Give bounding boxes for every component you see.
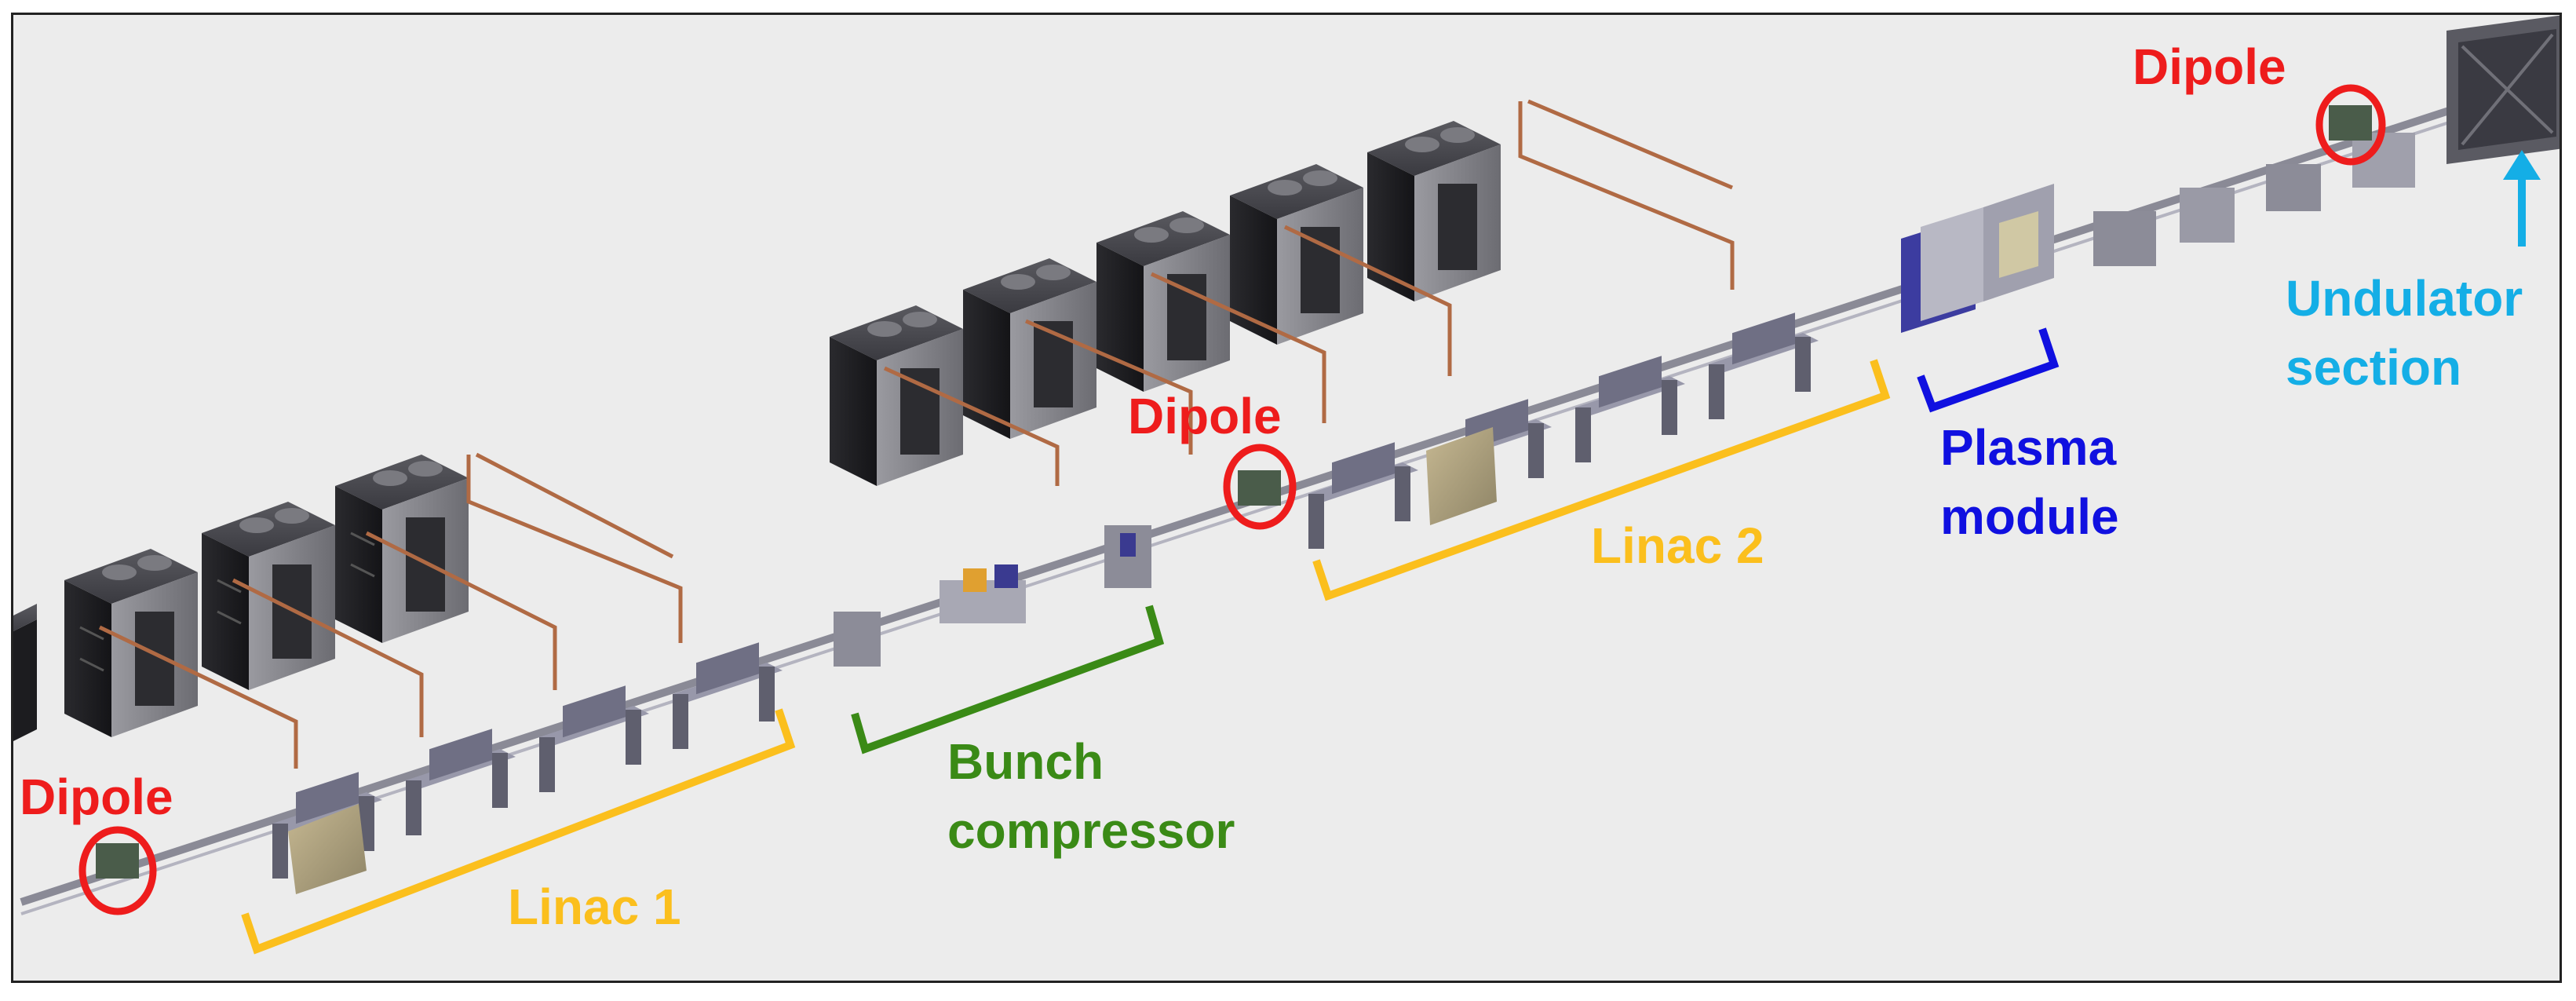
dipole-magnets	[96, 105, 2372, 879]
label-dipole-bottom-left: Dipole	[20, 769, 173, 825]
label-undulator-2: section	[2286, 339, 2462, 396]
label-undulator-1: Undulator	[2286, 270, 2523, 327]
label-bunch-compressor-2: compressor	[947, 802, 1235, 859]
bunch-compressor-bracket	[851, 605, 1165, 754]
undulator-arrow-head	[2503, 150, 2541, 180]
beamline	[20, 15, 2560, 915]
accelerator-render	[13, 15, 2560, 955]
bunch-compressor-hardware	[834, 525, 1151, 667]
dipole-marker-middle	[1223, 444, 1297, 530]
annotation-overlays	[78, 84, 2541, 955]
linac1-bracket	[241, 708, 796, 955]
rf-cabinets-group-2	[830, 121, 1501, 486]
rf-cabinets-group-1	[13, 455, 469, 741]
label-plasma-module-2: module	[1940, 488, 2119, 545]
dipole-marker-bottom-left	[78, 826, 157, 915]
label-plasma-module-1: Plasma	[1940, 419, 2117, 476]
linac1-modules	[272, 642, 783, 894]
linac2-modules	[1308, 312, 1819, 549]
diagram-frame: Dipole Dipole Dipole Linac 1 Linac 2 Bun…	[11, 13, 2562, 983]
rf-waveguides	[98, 99, 1735, 769]
label-linac2: Linac 2	[1591, 517, 1764, 574]
label-linac1: Linac 1	[508, 879, 681, 935]
label-bunch-compressor-1: Bunch	[947, 733, 1104, 790]
plasma-module-hardware	[1901, 184, 2054, 333]
label-dipole-middle: Dipole	[1128, 388, 1282, 444]
plasma-module-bracket	[1917, 327, 2060, 413]
label-dipole-top-right: Dipole	[2133, 38, 2286, 95]
dipole-marker-top-right	[2315, 84, 2386, 166]
linac2-bracket	[1312, 359, 1891, 601]
